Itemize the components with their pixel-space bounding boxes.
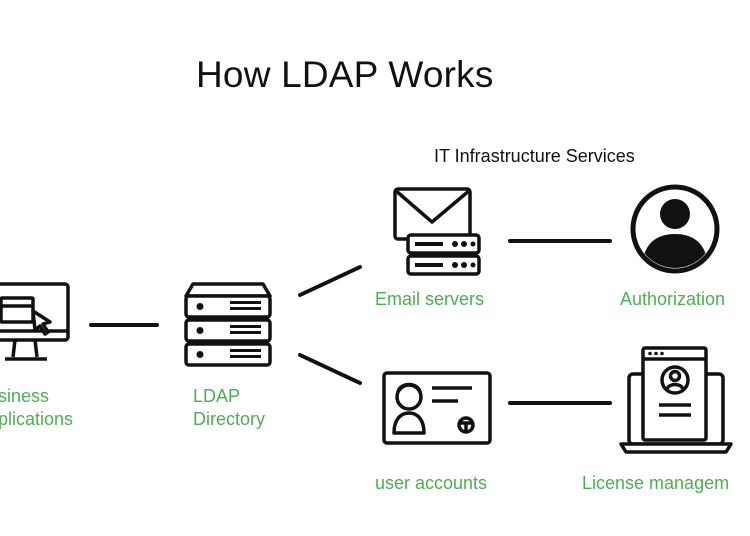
email-server-icon (393, 187, 481, 276)
edge-ldap-to-email (298, 265, 362, 297)
ldap-directory-label-line-1: LDAP (193, 386, 241, 406)
server-stack-icon (184, 282, 272, 367)
edge-ldap-to-accounts (298, 353, 362, 385)
node-label-license-management: License managem (582, 473, 730, 493)
laptop-profile-icon (619, 346, 733, 454)
business-applications-label-line-1: siness (0, 386, 50, 406)
ldap-directory-label-line-2: Directory (193, 409, 266, 429)
node-label-business-applications: siness plications (0, 385, 73, 431)
node-label-email-servers: Email servers (375, 289, 485, 309)
diagram-subtitle: IT Infrastructure Services (434, 146, 635, 166)
diagram-title: How LDAP Works (196, 54, 494, 95)
id-card-icon (382, 371, 492, 445)
user-avatar-icon (630, 184, 720, 274)
node-label-user-accounts: user accounts (375, 473, 488, 493)
business-applications-label-line-2: plications (0, 409, 74, 429)
node-label-authorization: Authorization (620, 289, 726, 309)
desktop-computer-icon (0, 282, 70, 361)
node-label-ldap-directory: LDAP Directory (193, 385, 265, 431)
